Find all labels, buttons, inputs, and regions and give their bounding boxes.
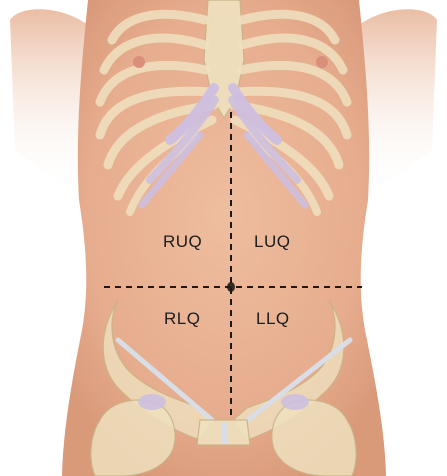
right-hip-cartilage [138, 394, 166, 410]
llq-label: LLQ [256, 309, 290, 329]
ruq-label: RUQ [163, 232, 202, 252]
left-nipple [316, 56, 328, 68]
right-nipple [133, 56, 145, 68]
symphysis-cartilage [222, 422, 228, 444]
luq-label: LUQ [254, 232, 290, 252]
left-hip-cartilage [281, 394, 309, 410]
rlq-label: RLQ [164, 309, 200, 329]
